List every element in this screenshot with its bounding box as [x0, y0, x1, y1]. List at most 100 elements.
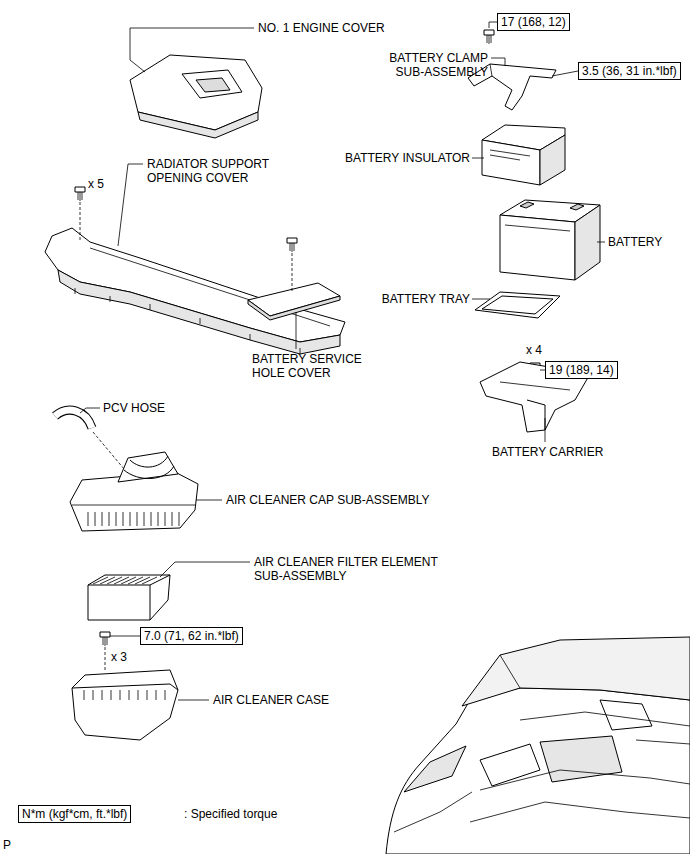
duct-rib [124, 466, 174, 479]
engine-cover-side [138, 112, 258, 138]
cap-rib [116, 512, 117, 526]
engine-line [520, 712, 690, 726]
bolt-shaft [489, 35, 490, 44]
bolt-shaft [103, 637, 104, 645]
leader-line [178, 700, 209, 701]
filter-pleat [135, 577, 150, 584]
engine-block [540, 736, 622, 782]
bolt-head [100, 632, 110, 637]
part-name: BATTERY TRAY [330, 292, 470, 306]
legend-note: : Specified torque [184, 807, 277, 821]
torque-value: 3.5 (36, 31 in.*lbf) [582, 63, 677, 79]
vehicle-hood [462, 637, 690, 706]
case-rib [165, 690, 166, 700]
leader-line [545, 418, 546, 442]
tray-inner [482, 296, 553, 314]
leader-line [118, 164, 143, 246]
bolt-head [484, 30, 494, 35]
case-rib [102, 690, 103, 700]
case-rib [111, 690, 112, 700]
bolt-shaft [491, 35, 492, 43]
cap-rib [88, 512, 89, 526]
pcv-hose [55, 410, 92, 428]
part-name: AIR CLEANER CASE [213, 693, 329, 707]
torque-value: 19 (189, 14) [549, 362, 614, 378]
leader-line [196, 500, 222, 501]
engine-cover-emblem [196, 78, 230, 92]
part-name: AIR CLEANER CAP SUB-ASSEMBLY [226, 493, 430, 507]
torque-value: 7.0 (71, 62 in.*lbf) [144, 628, 239, 644]
install-line [105, 647, 106, 672]
hood-edge [500, 655, 520, 688]
air-cleaner-cap [70, 472, 198, 531]
torque-box: 19 (189, 14) [545, 361, 618, 379]
cover-clip [150, 304, 151, 310]
battery-side [575, 205, 600, 280]
leader-line [472, 158, 484, 159]
torque-value: N*m (kgf*cm, ft.*lbf) [22, 806, 127, 822]
figure-code: P [3, 838, 11, 852]
duct-rib [130, 456, 168, 467]
cap-rib [172, 512, 173, 526]
bolt-head [287, 238, 297, 243]
case-rib [129, 690, 130, 700]
battery-line [505, 225, 570, 231]
filter-pleat [121, 577, 136, 584]
battery-insulator [482, 140, 540, 185]
filter-edge [150, 585, 151, 620]
leader-line [597, 242, 605, 243]
filter-pleat [100, 577, 115, 584]
part-name: BATTERY [608, 235, 662, 249]
filter-pleat [142, 577, 157, 584]
cover-clip [75, 288, 76, 294]
bolt-shaft [80, 192, 81, 201]
filter-pleat [128, 577, 143, 584]
pcv-hose [55, 410, 92, 428]
torque-box: 17 (168, 12) [497, 13, 570, 31]
part-name: PCV HOSE [103, 401, 165, 415]
filter-pleat [93, 577, 108, 584]
bolt-shaft [294, 243, 295, 251]
bolt-shaft [82, 192, 83, 200]
torque-legend-box: N*m (kgf*cm, ft.*lbf) [18, 805, 131, 823]
bolt-shaft [290, 243, 291, 251]
battery-terminal [570, 204, 584, 210]
case-rib [120, 690, 121, 700]
case-edge [72, 684, 178, 690]
leader-line [110, 636, 140, 637]
case-rib [138, 690, 139, 700]
hole-cover-edge [248, 296, 340, 320]
part-name: RADIATOR SUPPORT OPENING COVER [147, 157, 287, 185]
filter-pleat [107, 577, 122, 584]
engine-line [480, 770, 690, 790]
part-name: BATTERY CARRIER [492, 445, 603, 459]
install-line [80, 202, 81, 240]
cover-rib [90, 248, 330, 326]
carrier-edge [527, 400, 545, 430]
battery-tray [475, 292, 560, 318]
headlight [404, 746, 466, 792]
cover-clip [110, 296, 111, 302]
air-cleaner-duct [118, 452, 178, 482]
leader-line [472, 299, 490, 300]
engine-line [470, 802, 690, 822]
cap-rib [130, 512, 131, 526]
cap-rib [123, 512, 124, 526]
cover-clip [200, 318, 201, 324]
cap-rib [165, 512, 166, 526]
battery-terminal [520, 202, 534, 208]
case-rib [93, 690, 94, 700]
part-name: BATTERY INSULATOR [300, 151, 470, 165]
bolt-shaft [487, 35, 488, 43]
install-line [292, 253, 293, 293]
torque-value: 17 (168, 12) [501, 14, 566, 30]
cover-clip [250, 334, 251, 340]
leader-line [491, 58, 505, 66]
case-rib [156, 690, 157, 700]
cap-rib [95, 512, 96, 526]
cap-rib [109, 512, 110, 526]
filter-top-edge [88, 575, 170, 585]
